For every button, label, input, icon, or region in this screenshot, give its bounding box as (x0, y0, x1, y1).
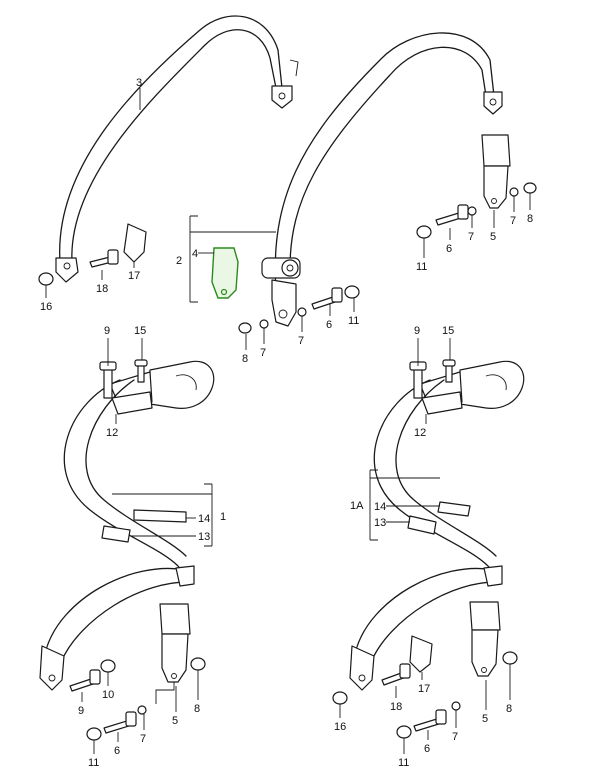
label-7-topright-b: 7 (510, 215, 516, 227)
label-8-bottomleft: 8 (194, 703, 200, 715)
label-1A: 1A (350, 500, 364, 512)
lap-belt-rear[interactable] (55, 15, 299, 283)
label-1: 1 (220, 511, 226, 523)
label-15-left: 15 (134, 325, 146, 337)
label-6-mid: 6 (326, 319, 332, 331)
label-13-left: 13 (198, 531, 210, 543)
label-17-bottomright: 17 (418, 683, 430, 695)
label-8-bottomright: 8 (506, 703, 512, 715)
label-13-right: 13 (374, 517, 386, 529)
label-2: 2 (176, 255, 182, 267)
label-5-bottomleft: 5 (172, 715, 178, 727)
label-11-mid: 11 (348, 315, 359, 327)
label-14-left: 14 (198, 513, 210, 525)
top-fasteners (38, 182, 537, 334)
label-6-bottomright: 6 (424, 743, 430, 755)
label-11-bottomright: 11 (398, 757, 409, 769)
label-9-right: 9 (414, 325, 420, 337)
bottom-left-fasteners (69, 359, 206, 741)
belt-tongue-highlighted[interactable] (211, 247, 239, 299)
label-7-mid-b: 7 (298, 335, 304, 347)
label-3: 3 (136, 77, 142, 89)
label-6-bottomleft: 6 (114, 745, 120, 757)
label-15-right: 15 (442, 325, 454, 337)
label-7-topright-a: 7 (468, 231, 474, 243)
label-16-bottomright: 16 (334, 721, 346, 733)
label-12-left: 12 (106, 427, 118, 439)
label-9-bottomleft: 9 (78, 705, 84, 717)
front-belt-left[interactable] (39, 360, 215, 691)
callout-labels: 3 16 18 17 2 4 11 6 7 5 7 8 8 7 7 6 11 9… (40, 77, 533, 769)
label-12-right: 12 (414, 427, 426, 439)
label-5-top: 5 (490, 231, 496, 243)
label-9-left: 9 (104, 325, 110, 337)
label-7-mid-a: 7 (260, 347, 266, 359)
label-7-bottomleft: 7 (140, 733, 146, 745)
label-11-topright: 11 (416, 261, 427, 273)
label-18-top: 18 (96, 283, 108, 295)
label-10: 10 (102, 689, 114, 701)
label-5-bottomright: 5 (482, 713, 488, 725)
label-8-topright: 8 (527, 213, 533, 225)
label-4: 4 (192, 248, 198, 260)
label-7-bottomright: 7 (452, 731, 458, 743)
label-8-mid: 8 (242, 353, 248, 365)
label-11-bottomleft: 11 (88, 757, 99, 769)
label-17-top: 17 (128, 270, 140, 282)
label-14-right: 14 (374, 501, 386, 513)
front-belt-upper[interactable] (261, 32, 511, 327)
label-18-bottomright: 18 (390, 701, 402, 713)
label-6-topright: 6 (446, 243, 452, 255)
label-16-top: 16 (40, 301, 52, 313)
